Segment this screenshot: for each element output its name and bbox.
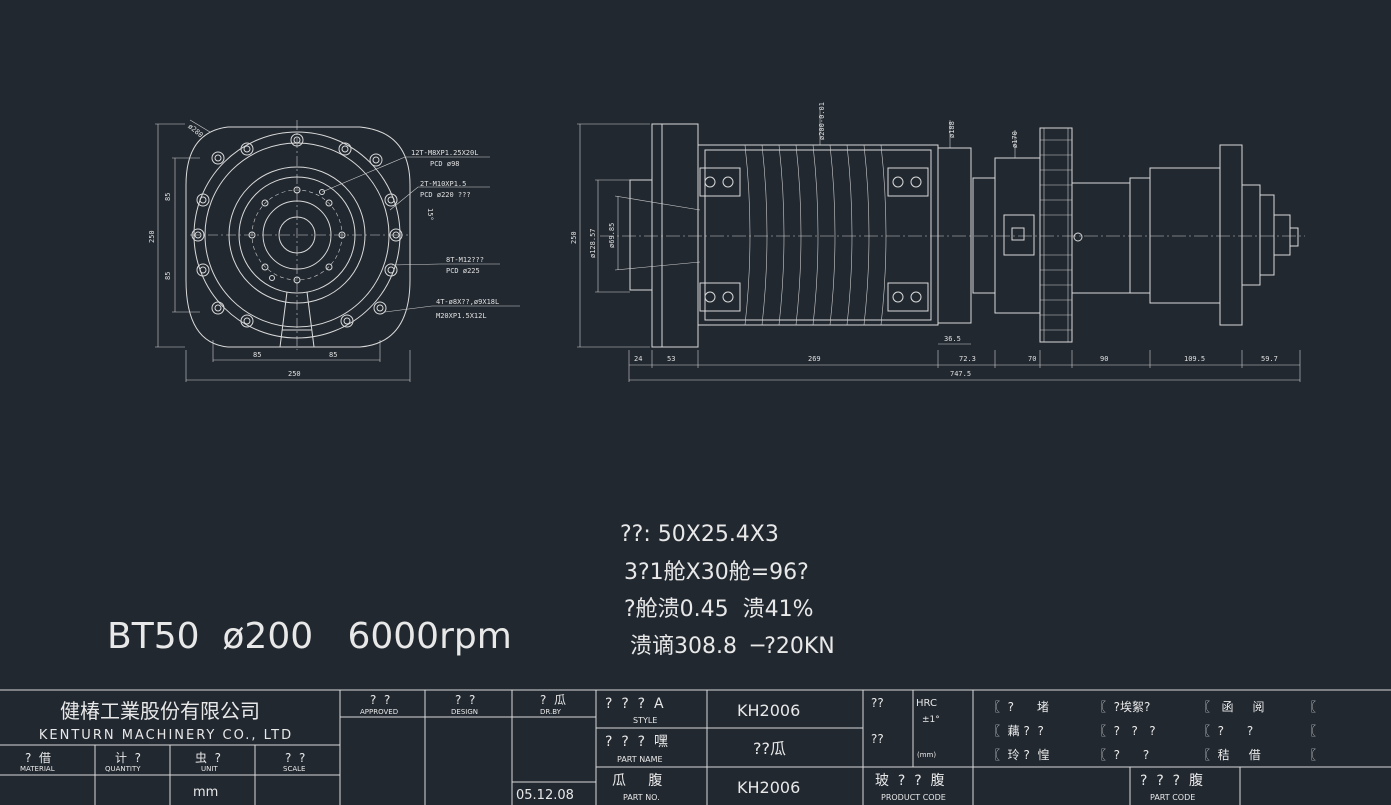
grid-cell: 〖 函 阅 [1198, 700, 1265, 714]
part-no-label-en: PART NO. [623, 793, 660, 802]
dim-text: 85 [164, 272, 172, 280]
front-view-callouts: 12T-M8XP1.25X20L PCD ø98 2T-M10XP1.5 PCD… [411, 149, 499, 320]
unit-label: 虫 ? [195, 751, 221, 765]
dim-text: 24 [634, 355, 642, 363]
material-label-en: MATERIAL [20, 765, 55, 773]
main-title: BT50 ø200 6000rpm [107, 616, 512, 657]
hrc-label: HRC [916, 698, 937, 709]
side-view: ø200-0.01 ø188 ø170 250 ø128.57 ø69.85 2… [570, 102, 1305, 382]
dim-text: 85 [164, 193, 172, 201]
grid-cell: 〖 ? ? [1198, 724, 1253, 738]
part-no-value: KH2006 [737, 778, 800, 797]
drby-label: ? 瓜 [540, 693, 566, 707]
callout-text: PCD ø98 [430, 160, 460, 168]
tolerance-label: ?? [871, 732, 884, 746]
spec-notes: ??: 50X25.4X3 3?1舱X30舱=96? ?舱溃0.45 溃41% … [620, 522, 835, 659]
dim-text: 15° [426, 208, 434, 221]
grid-cell: 〖 秸 借 [1198, 748, 1261, 762]
dim-text: 269 [808, 355, 821, 363]
dim-text: ø170 [1011, 131, 1019, 148]
dim-text: ø69.85 [608, 223, 616, 248]
grid-cell: 〖 ? ? ? [1094, 724, 1156, 738]
approved-label-en: APPROVED [360, 708, 398, 716]
grid-cell: 〖 ?埃絮? [1094, 700, 1150, 714]
scale-label: ? ? [285, 751, 305, 765]
part-name-value: ??瓜 [753, 739, 786, 758]
hardness-label: ?? [871, 696, 884, 710]
company-name-cn: 健椿工業股份有限公司 [60, 699, 260, 723]
dim-text: 109.5 [1184, 355, 1205, 363]
dim-text: ø280 [186, 122, 204, 139]
dim-text: ø188 [948, 121, 956, 138]
style-label-en: STYLE [633, 716, 657, 725]
dim-text: 59.7 [1261, 355, 1278, 363]
grid-cell: 〖 [1304, 700, 1316, 714]
spec-line: ?舱溃0.45 溃41% [624, 597, 814, 622]
grid-cell: 〖 ? 堵 [988, 700, 1049, 714]
scale-label-en: SCALE [283, 765, 305, 773]
quantity-label: 计 ? [115, 751, 141, 765]
spec-line: 3?1舱X30舱=96? [624, 560, 809, 585]
part-code-label-en: PART CODE [1150, 793, 1195, 802]
date-value: 05.12.08 [516, 788, 574, 803]
dim-text: 747.5 [950, 370, 971, 378]
unit-label-en: UNIT [201, 765, 218, 773]
part-no-label: 瓜 腹 [612, 772, 662, 789]
grid-cell: 〖 [1304, 748, 1316, 762]
callout-text: PCD ø220 ??? [420, 191, 471, 199]
quantity-label-en: QUANTITY [105, 765, 141, 773]
side-view-dimensions: ø200-0.01 ø188 ø170 250 ø128.57 ø69.85 2… [570, 102, 1278, 378]
callout-text: 4T-ø8X??,ø9X18L [436, 298, 499, 306]
callout-text: 2T-M10XP1.5 [420, 180, 466, 188]
front-view: 12T-M8XP1.25X20L PCD ø98 2T-M10XP1.5 PCD… [148, 119, 520, 382]
revision-grid: 〖 ? 堵 〖 ?埃絮? 〖 函 阅 〖 〖 藕 ? ? 〖 ? ? ? 〖 ?… [988, 700, 1316, 762]
callout-text: PCD ø225 [446, 267, 480, 275]
grid-cell: 〖 ? ? [1094, 748, 1149, 762]
dim-text: 53 [667, 355, 675, 363]
callout-text: 8T-M12??? [446, 256, 484, 264]
dim-text: 36.5 [944, 335, 961, 343]
company-name-en: KENTURN MACHINERY CO., LTD [39, 728, 293, 743]
dim-text: 85 [253, 351, 261, 359]
spec-line: 溃谪308.8 ─?20KN [630, 634, 835, 659]
front-view-dimensions: ø280 85 250 85 85 85 250 15° [148, 122, 434, 378]
style-label: ? ? ? A [605, 696, 664, 712]
dim-text: 85 [329, 351, 337, 359]
part-name-label-en: PART NAME [617, 755, 663, 764]
callout-text: 12T-M8XP1.25X20L [411, 149, 478, 157]
mm-label: (mm) [917, 751, 936, 759]
title-block: 健椿工業股份有限公司 KENTURN MACHINERY CO., LTD ? … [0, 689, 1391, 805]
dim-text: ø128.57 [589, 228, 597, 258]
product-code-label-en: PRODUCT CODE [881, 793, 946, 802]
dim-text: 72.3 [959, 355, 976, 363]
design-label: ? ? [455, 693, 475, 707]
grid-cell: 〖 藕 ? ? [988, 724, 1044, 738]
grid-cell: 〖 [1304, 724, 1316, 738]
product-code-label: 玻 ? ? 腹 [875, 772, 945, 789]
approved-label: ? ? [370, 693, 390, 707]
part-code-label: ? ? ? 腹 [1140, 772, 1203, 789]
drby-label-en: DR.BY [540, 708, 562, 716]
dim-text: 250 [148, 230, 156, 243]
dim-text: 250 [288, 370, 301, 378]
unit-value: mm [193, 785, 218, 800]
dim-text: ø200-0.01 [818, 102, 826, 140]
spec-line: ??: 50X25.4X3 [620, 522, 779, 547]
dim-text: 70 [1028, 355, 1036, 363]
dim-text: 90 [1100, 355, 1108, 363]
dim-text: 250 [570, 231, 578, 244]
grid-cell: 〖 玲 ? 惶 [988, 748, 1049, 762]
part-name-label: ? ? ? 嘿 [605, 734, 668, 750]
material-label: ? 借 [25, 751, 51, 765]
callout-text: M20XP1.5X12L [436, 312, 487, 320]
tolerance-value: ±1° [922, 715, 940, 725]
design-label-en: DESIGN [451, 708, 478, 716]
style-value: KH2006 [737, 701, 800, 720]
